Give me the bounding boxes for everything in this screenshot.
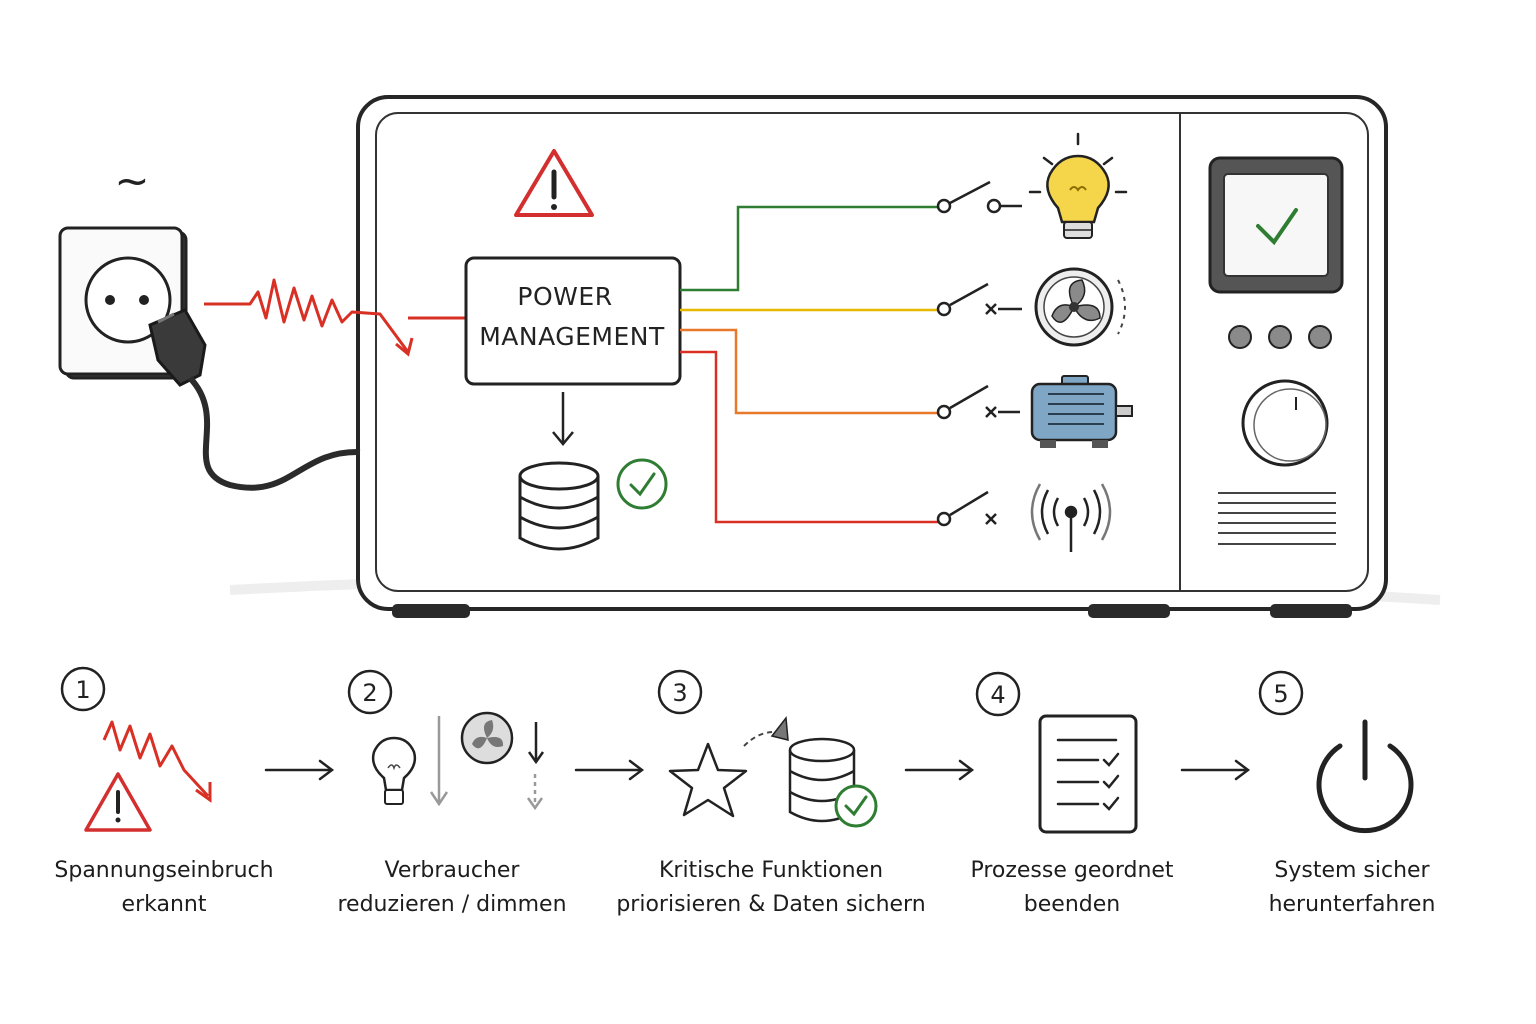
switch-light[interactable] [936,180,1022,214]
step-number-3: 3 [657,669,703,715]
display-check-icon [1256,208,1298,246]
power-cable [187,375,361,491]
dim-loads-icon [371,711,545,811]
step-1-line2: erkannt [121,892,207,917]
switch-motor[interactable] [936,384,1020,420]
power-plug [148,308,361,491]
display-screen [1223,173,1329,277]
indicator-led-2[interactable] [1268,325,1292,349]
voltage-spike-arrow-icon [395,337,414,357]
control-panel [1208,156,1344,545]
svg-text:5: 5 [1273,680,1288,708]
warning-icon [514,149,594,217]
svg-text:1: 1 [75,676,90,704]
antenna-icon [1030,483,1112,552]
step-5-line1: System sicher [1274,858,1430,883]
motor-icon [1030,375,1133,448]
ac-mains-symbol: ~ [114,156,149,205]
step-3-line2: priorisieren & Daten sichern [616,892,926,917]
output-line-wireless [680,350,938,524]
checklist-icon [1038,714,1138,834]
step-1-line1: Spannungseinbruch [54,858,274,883]
step-number-5: 5 [1258,670,1304,716]
flow-arrows [264,759,1251,781]
step-number-4: 4 [975,671,1021,717]
device-foot-left [392,604,470,618]
output-line-light [680,205,938,292]
light-bulb-icon [1028,132,1128,239]
indicator-led-3[interactable] [1308,325,1332,349]
step-2-line1: Verbraucher [384,858,520,883]
svg-text:4: 4 [990,681,1005,709]
switch-wireless[interactable] [936,490,997,527]
priority-star-database-icon [668,716,878,828]
step-label-3: Kritische Funktionen priorisieren & Date… [606,854,936,922]
step-number-1: 1 [60,666,106,712]
control-knob[interactable] [1241,379,1329,467]
step-label-5: System sicher herunterfahren [1192,854,1512,922]
voltage-spike-line [204,278,410,353]
step-label-4: Prozesse geordnet beenden [912,854,1232,922]
switch-fan[interactable] [936,282,1022,317]
fan-icon [1034,267,1126,347]
device-foot-mid [1088,604,1170,618]
indicator-led-1[interactable] [1228,325,1252,349]
voltage-drop-warning-icon [84,720,212,832]
step-2-line2: reduzieren / dimmen [337,892,567,917]
output-line-motor [680,328,938,415]
power-management-title-line2: MANAGEMENT [479,322,665,351]
vent-slots [1218,492,1336,545]
database-icon [518,461,600,551]
step-number-2: 2 [347,669,393,715]
power-management-title-line1: POWER [517,282,612,311]
step-3-line1: Kritische Funktionen [658,858,884,883]
device-housing [356,95,1388,618]
data-saved-check-icon [616,458,668,510]
power-management-box: POWER MANAGEMENT [464,256,682,386]
svg-text:2: 2 [362,679,377,707]
step-4-line2: beenden [1023,892,1121,917]
device-foot-right [1270,604,1352,618]
step-5-line2: herunterfahren [1268,892,1436,917]
step-label-1: Spannungseinbruch erkannt [4,854,324,922]
step-label-2: Verbraucher reduzieren / dimmen [292,854,612,922]
power-icon [1316,719,1414,834]
svg-text:3: 3 [672,679,687,707]
step-4-line1: Prozesse geordnet [970,858,1174,883]
